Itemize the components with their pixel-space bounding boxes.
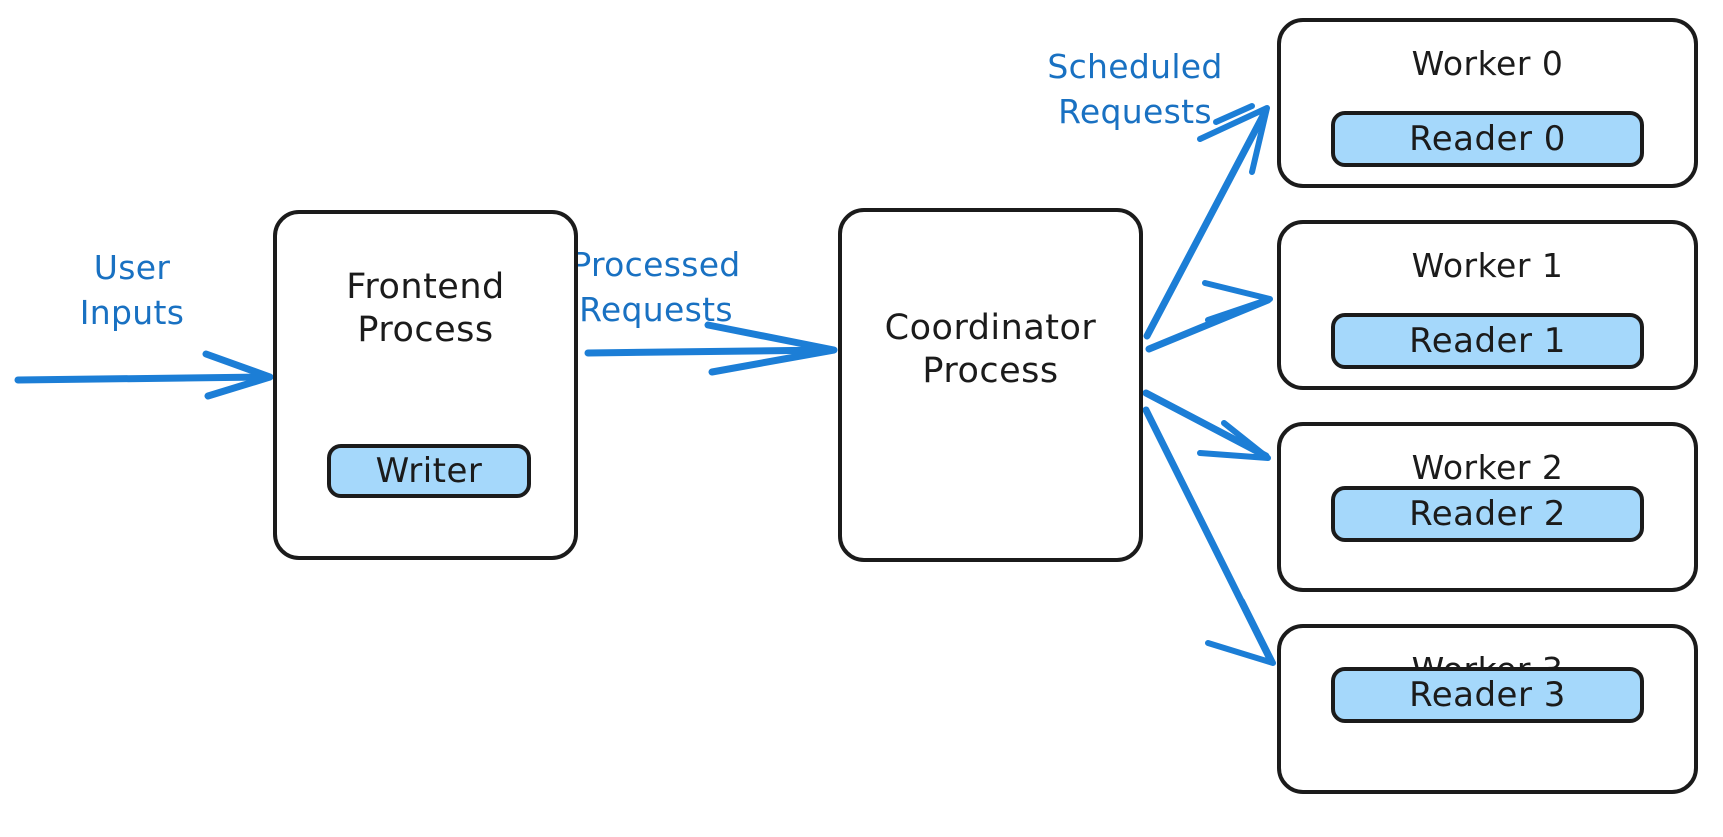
worker-0-title: Worker 0 [1411, 44, 1564, 83]
edge-label-processed-requests: Processed Requests [571, 245, 741, 329]
frontend-process-title: Frontend Process [346, 267, 505, 350]
chip-writer[interactable]: Writer [327, 444, 531, 498]
edge-label-scheduled-requests: Scheduled Requests [1047, 47, 1223, 131]
arrow-coordinator-to-worker-2 [1142, 389, 1271, 461]
chip-reader-1[interactable]: Reader 1 [1331, 313, 1644, 369]
worker-1-title: Worker 1 [1411, 246, 1564, 285]
edge-label-user-inputs: User Inputs [79, 248, 185, 332]
arrow-coordinator-to-worker-0 [1143, 105, 1270, 340]
chip-reader-0[interactable]: Reader 0 [1331, 111, 1644, 167]
node-frontend-process[interactable]: Frontend Process [273, 210, 578, 560]
worker-2-title: Worker 2 [1411, 448, 1564, 487]
arrow-coordinator-to-worker-1 [1145, 280, 1273, 353]
chip-reader-2[interactable]: Reader 2 [1331, 486, 1644, 542]
chip-reader-3[interactable]: Reader 3 [1331, 667, 1644, 723]
arrow-coordinator-to-worker-3 [1142, 406, 1276, 666]
arrow-user-to-frontend [14, 350, 274, 400]
node-coordinator-process[interactable]: Coordinator Process [838, 208, 1143, 562]
coordinator-process-title: Coordinator Process [884, 308, 1097, 391]
